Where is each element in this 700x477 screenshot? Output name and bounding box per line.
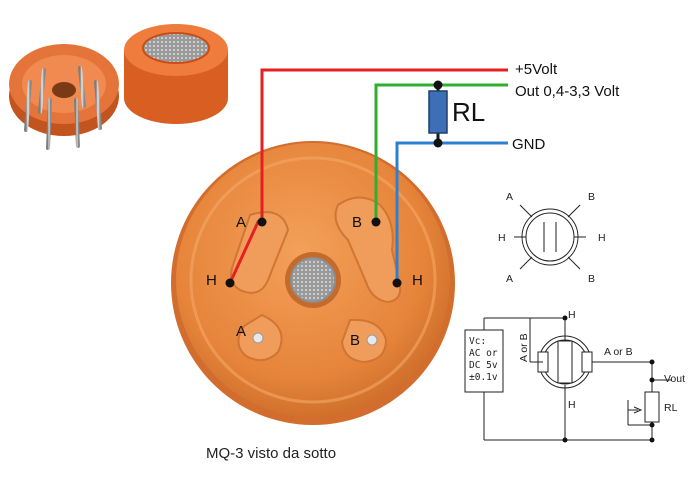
schematic-a-or-b-vertical: A or B [518,333,530,362]
label-rl: RL [452,97,485,127]
pinout-a-bottom: A [506,273,513,285]
schematic-h-bottom: H [568,399,576,411]
pin-dots [225,217,402,288]
schematic-junctions [562,315,655,443]
figure-caption: MQ-3 visto da sotto [206,445,336,462]
pin-label-h-left: H [206,272,217,289]
pin-label-h-right: H [412,272,423,289]
sensor-photo-bottom [9,44,119,150]
label-vcc: +5Volt [515,61,558,78]
pinout-a-top: A [506,191,513,203]
label-gnd: GND [512,136,546,153]
pin-label-b-top: B [352,214,362,231]
pin-label-b-bottom: B [350,332,360,349]
schematic-vc-dc: DC 5v [469,360,498,371]
pinout-b-bottom: B [588,273,595,285]
schematic-rl: RL [664,402,678,414]
schematic-a-or-b: A or B [604,346,633,358]
schematic-h-top: H [568,309,576,321]
sensor-photo-top [124,24,228,146]
label-output: Out 0,4-3,3 Volt [515,83,620,100]
pinout-b-top: B [588,191,595,203]
schematic-vc-ac: AC or [469,348,498,359]
pin-label-a-top: A [236,214,246,231]
schematic-vc-label: Vc: [469,336,486,347]
pinout-h-right: H [598,232,606,244]
pin-label-a-bottom: A [236,323,246,340]
pinout-h-left: H [498,232,506,244]
sensor-bottom-view [171,141,455,425]
wire-ground-blue [395,141,508,283]
schematic-vout: Vout [664,373,685,385]
load-resistor-rl [428,80,448,148]
application-schematic [464,317,672,441]
pinout-symbol [514,204,586,270]
schematic-vc-tol: ±0.1v [469,372,498,383]
wire-output-green [374,83,508,222]
